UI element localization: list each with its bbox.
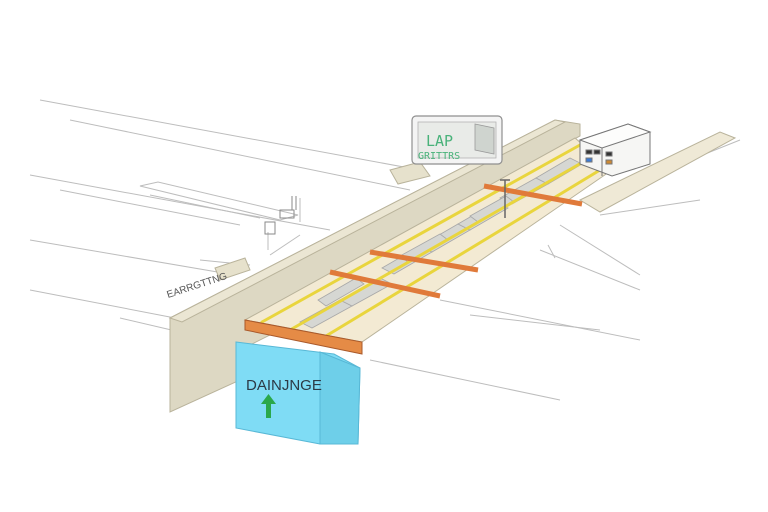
curb-left-ledge [214,257,251,281]
curb-top-ledge [389,161,431,185]
sign-board: LAP GRITTRS [411,115,503,165]
sign-line1: LAP [426,132,453,150]
drainage-label: DAINJNGE [246,377,322,394]
curb-wall-top [168,119,567,323]
sidewalk-slab [578,131,737,213]
light-pole-icon [500,179,510,218]
plan-marker-icons [264,196,297,235]
drainage-box: DAINJNGE [235,341,361,445]
background-linework [29,99,741,401]
arrow-up-icon [261,394,276,418]
end-building [578,123,652,177]
sign-line2: GRITTRS [418,151,460,162]
deck-front-edge [244,319,363,355]
